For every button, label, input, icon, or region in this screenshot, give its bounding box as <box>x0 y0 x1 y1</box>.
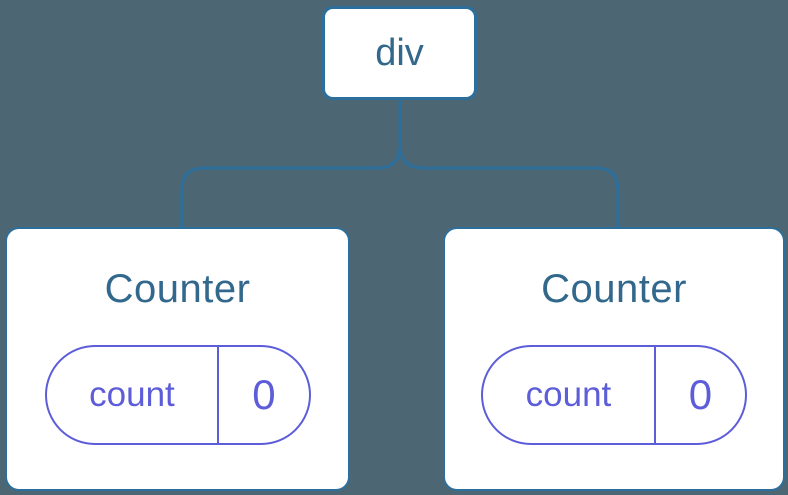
counter-left-state-value: 0 <box>252 371 276 418</box>
tree-node-div-label: div <box>375 32 424 74</box>
counter-right-title: Counter <box>541 267 687 311</box>
counter-left-title: Counter <box>104 267 251 311</box>
tree-node-div: div <box>322 6 477 100</box>
connector-root-to-right-child <box>398 99 620 229</box>
counter-right-state-value: 0 <box>688 371 713 418</box>
counter-left-state-key: count <box>47 347 220 443</box>
counter-node-left: Counter count 0 <box>5 227 350 491</box>
counter-right-state-key: count <box>483 347 656 443</box>
connector-root-to-left-child <box>180 99 402 229</box>
counter-left-state-pill: count 0 <box>44 345 311 445</box>
counter-node-right: Counter count 0 <box>443 227 785 491</box>
counter-right-state-pill: count 0 <box>481 345 747 445</box>
